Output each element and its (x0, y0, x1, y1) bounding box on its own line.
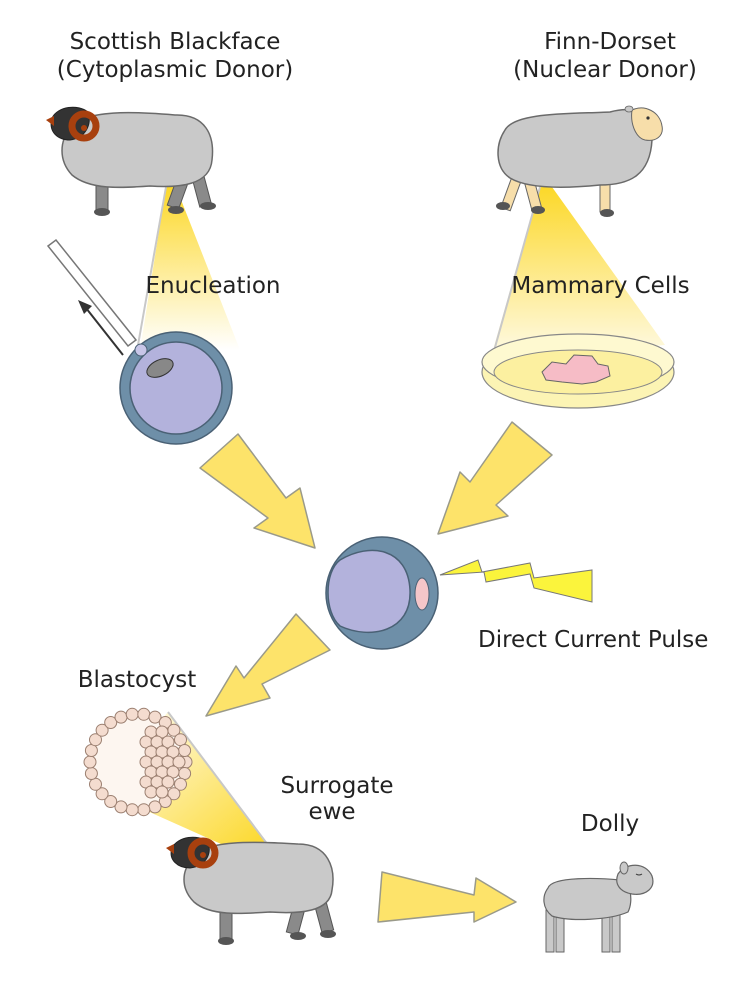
label-blackface-title: Scottish Blackface (69, 29, 281, 55)
blastomere (178, 767, 192, 780)
blastomere (95, 787, 109, 801)
blastomere (95, 723, 109, 737)
blastomere (174, 777, 187, 791)
label-finn-title: Finn-Dorset (544, 29, 676, 55)
lightning-icon (439, 559, 593, 603)
mammary-cell-sheet (541, 354, 611, 385)
blastomere (114, 710, 128, 724)
blastomere (125, 707, 139, 721)
fused-cell-icon (325, 536, 439, 650)
label-enucleation: Enucleation (145, 273, 281, 299)
spindle-icon (146, 358, 174, 378)
blastomere (137, 803, 151, 817)
beam-edge (137, 186, 167, 346)
scottish-blackface-sheep-icon (46, 106, 216, 216)
arrow-egg-to-fusion (199, 433, 316, 549)
blastomere (104, 716, 118, 729)
blastomere (84, 744, 98, 757)
blastomere (104, 795, 118, 808)
blastomere (83, 755, 97, 769)
label-mammary: Mammary Cells (511, 273, 690, 299)
blastomere (148, 710, 162, 724)
beam-blackface-to-egg (140, 187, 240, 350)
pipette-icon (46, 238, 138, 348)
suction-arrow-icon (78, 300, 124, 356)
blastomere (174, 733, 187, 747)
blastomere (155, 785, 169, 799)
blastomere (89, 733, 102, 747)
blastomere (172, 755, 186, 769)
blastomere (114, 800, 128, 814)
petri-dish-icon (481, 333, 675, 409)
label-blastocyst: Blastocyst (77, 667, 197, 693)
beam-finn-to-dish (490, 187, 665, 360)
donor-nucleus (414, 577, 430, 611)
label-dolly: Dolly (580, 811, 640, 837)
arrow-fusion-to-blastocyst (205, 613, 331, 717)
blastomere (137, 707, 151, 721)
blastomere (161, 775, 175, 789)
blastomere (148, 800, 162, 814)
label-finn-role: (Nuclear Donor) (513, 57, 697, 83)
blastomere (89, 777, 102, 791)
blastomere (144, 785, 158, 799)
egg-cell-icon (119, 331, 233, 445)
surrogate-ewe-sheep-icon (166, 836, 336, 945)
dolly-lamb-icon (543, 861, 654, 953)
finn-dorset-sheep-icon (496, 105, 663, 217)
blastomere (178, 744, 192, 757)
blastomere (84, 767, 98, 780)
label-blackface-role: (Cytoplasmic Donor) (56, 57, 294, 83)
beam-edge (491, 186, 541, 359)
label-surrogate: Surrogate (280, 773, 394, 799)
label-ewe: ewe (308, 799, 356, 825)
beam-edge (167, 711, 269, 846)
arrow-cells-to-fusion (437, 421, 553, 535)
blastocyst-icon (83, 707, 193, 817)
arrow-ewe-to-dolly (377, 871, 517, 923)
label-pulse: Direct Current Pulse (478, 627, 709, 653)
blastomere (125, 803, 139, 817)
